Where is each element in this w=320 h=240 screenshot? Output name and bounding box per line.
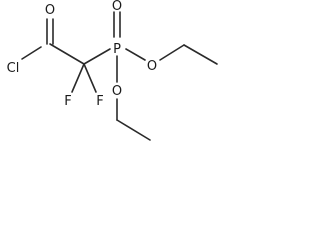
atom-fluorine-2: F [96, 94, 103, 109]
atom-phosphorus: P [113, 42, 121, 57]
bond-cf2-phosphorus [83, 48, 111, 65]
atom-labels: O Cl O P O O F F [7, 0, 157, 109]
atom-carbonyl-oxygen: O [45, 3, 55, 18]
atom-phosphoryl-oxygen: O [112, 0, 122, 14]
atom-ester-oxygen-2: O [112, 84, 122, 99]
atom-ester-oxygen-1: O [147, 59, 157, 74]
bond-ester-1-ch2 [159, 44, 185, 61]
bond-ester-2-ch3 [116, 119, 151, 141]
bonds [21, 11, 218, 141]
molecule-structure: O Cl O P O O F F [7, 0, 218, 141]
bond-carbonyl-cf2 [49, 43, 85, 65]
bond-phosphorus-ester-1 [125, 48, 146, 61]
bond-cf2-fluorine-1 [71, 63, 85, 93]
bond-ester-1-ch3 [183, 44, 218, 65]
atom-chlorine: Cl [7, 61, 20, 76]
bond-cl-carbonyl [21, 46, 42, 60]
bond-cf2-fluorine-2 [83, 63, 97, 93]
atom-fluorine-1: F [64, 94, 71, 109]
